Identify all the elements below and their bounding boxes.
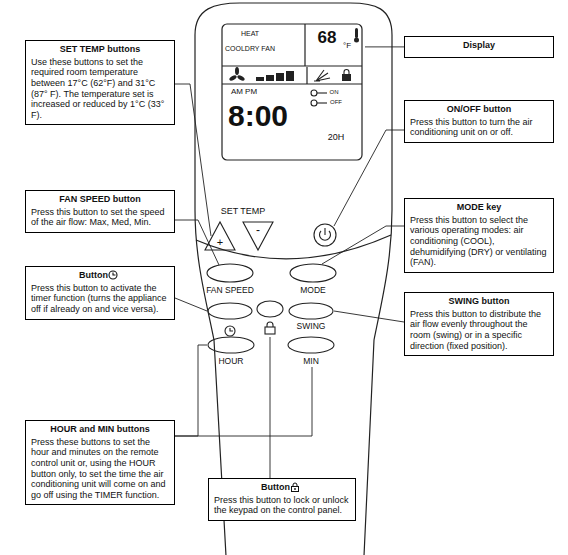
- remote-label: FAN SPEED: [206, 286, 254, 295]
- fan-icon: [237, 74, 246, 81]
- speed-bar: [286, 71, 294, 81]
- leader-line: [365, 46, 404, 47]
- remote-label: AM PM: [231, 88, 257, 96]
- remote-label: 68: [318, 29, 337, 46]
- lock-icon: [344, 70, 349, 75]
- display-divider: [222, 65, 362, 66]
- callout-text: Press this button to turn the air condit…: [410, 117, 548, 138]
- timer-icon: [109, 271, 117, 279]
- speed-bar: [266, 75, 274, 81]
- fan-icon: [229, 74, 238, 81]
- callout-text: Press these buttons to set the hour and …: [31, 437, 169, 501]
- thermometer-icon: [355, 28, 358, 38]
- callout-text: Press this button to select the various …: [410, 215, 548, 268]
- callout-heading: Display: [410, 40, 548, 51]
- timer-icon: [230, 328, 233, 331]
- leader-line: [334, 130, 404, 226]
- callout-heading: FAN SPEED button: [31, 194, 169, 205]
- lock-icon: [265, 327, 275, 334]
- temp-down-button: [243, 222, 273, 250]
- remote-label: °F: [343, 42, 351, 50]
- display-divider: [304, 24, 305, 66]
- remote-label: HEAT: [241, 30, 259, 37]
- power-symbol: [320, 228, 331, 240]
- callout-box: ButtonPress this button to lock or unloc…: [208, 478, 356, 521]
- leader-line: [175, 84, 211, 236]
- callout-text: Press this button to distribute the air …: [410, 309, 548, 351]
- leader-line: [175, 220, 219, 265]
- timer-icon: [225, 326, 235, 336]
- display-divider: [222, 83, 362, 84]
- callout-box: FAN SPEED buttonPress this button to set…: [25, 190, 175, 233]
- callout-heading: MODE key: [410, 202, 548, 213]
- remote-label: 8:00: [228, 101, 288, 131]
- timer-icon: [113, 273, 116, 276]
- timer-button: [208, 303, 252, 319]
- remote-label: SET TEMP: [221, 207, 266, 216]
- clock-arrow: [317, 102, 327, 103]
- remote-label: +: [217, 237, 223, 248]
- callout-heading: Button: [214, 482, 350, 493]
- lock-icon: [294, 488, 296, 490]
- lock-icon: [290, 482, 300, 492]
- callout-box: Display: [404, 36, 554, 58]
- callout-text: Press this button to activate the timer …: [31, 283, 169, 315]
- remote-label: OFF: [330, 99, 342, 105]
- callout-text: Press this button to lock or unlock the …: [214, 495, 350, 516]
- mode-button: [290, 264, 336, 282]
- fan-speed-button: [207, 264, 253, 282]
- callout-box: ON/OFF buttonPress this button to turn t…: [404, 100, 554, 143]
- remote-label: -: [256, 224, 260, 236]
- remote-label: 20H: [328, 133, 345, 142]
- speed-bar: [256, 77, 264, 81]
- lock-icon: [292, 487, 299, 492]
- clock-icon: [311, 100, 317, 106]
- leader-line: [175, 367, 312, 436]
- callout-heading: SET TEMP buttons: [31, 44, 169, 55]
- remote-housing: [195, 3, 392, 555]
- leader-line: [175, 298, 207, 311]
- hour-button: [208, 337, 254, 353]
- swing-icon: [314, 70, 330, 81]
- callout-heading: ON/OFF button: [410, 104, 548, 115]
- leader-line: [175, 345, 207, 436]
- callout-heading: Button: [31, 270, 169, 281]
- leader-line: [270, 337, 271, 478]
- speed-bar: [276, 73, 284, 81]
- min-button: [288, 337, 334, 353]
- callout-box: ButtonPress this button to activate the …: [25, 266, 175, 320]
- thermometer-icon: [354, 38, 359, 43]
- remote-label: COOLDRY FAN: [225, 45, 275, 52]
- remote-label: HOUR: [218, 357, 243, 366]
- lock-icon: [267, 322, 273, 327]
- lock-button: [257, 301, 283, 317]
- timer-icon: [108, 270, 118, 280]
- leader-line: [322, 226, 404, 264]
- callout-box: SET TEMP buttonsUse these buttons to set…: [25, 40, 175, 125]
- lock-icon: [342, 74, 351, 81]
- callout-text: Use these buttons to set the required ro…: [31, 57, 169, 121]
- power-button: [314, 224, 336, 246]
- panel-curve: [196, 235, 391, 259]
- remote-label: MODE: [300, 286, 326, 295]
- remote-label: ON: [330, 89, 339, 95]
- fan-icon: [235, 67, 239, 75]
- leader-line: [334, 311, 404, 322]
- lock-icon: [293, 483, 297, 487]
- clock-icon: [311, 90, 317, 96]
- callout-heading: SWING button: [410, 296, 548, 307]
- remote-label: SWING: [297, 322, 326, 331]
- swing-button: [289, 303, 333, 319]
- callout-box: MODE keyPress this button to select the …: [404, 198, 554, 273]
- callout-box: HOUR and MIN buttonsPress these buttons …: [25, 420, 175, 505]
- callout-heading: HOUR and MIN buttons: [31, 424, 169, 435]
- remote-label: MIN: [303, 357, 319, 366]
- callout-box: SWING buttonPress this button to distrib…: [404, 292, 554, 356]
- callout-text: Press this button to set the speed of th…: [31, 207, 169, 228]
- display-frame: [222, 24, 362, 160]
- clock-arrow: [317, 92, 327, 93]
- display-divider: [306, 67, 307, 84]
